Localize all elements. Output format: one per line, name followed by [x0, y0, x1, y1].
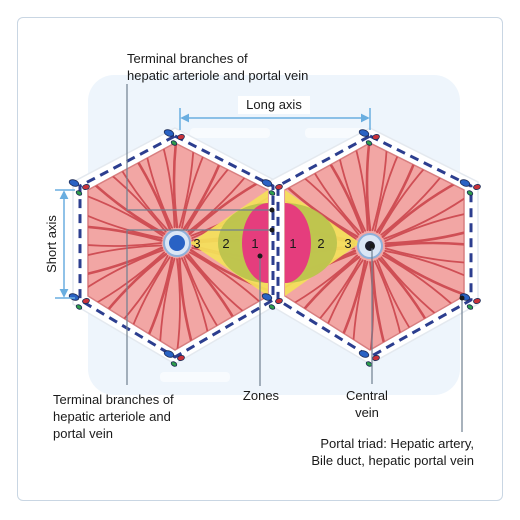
sinusoid — [88, 244, 163, 262]
sinusoid — [172, 143, 179, 229]
portal-triad — [163, 350, 185, 367]
leader-dots — [257, 207, 465, 301]
sinusoid — [384, 247, 464, 265]
sinusoid — [384, 250, 464, 281]
long-axis: Long axis — [179, 96, 371, 130]
zone-label-left-1: 1 — [251, 236, 258, 251]
central-vein-label-line1: Central — [346, 388, 388, 403]
terminal-branches-bottom-line2: hepatic arteriole and — [53, 409, 171, 424]
portal-triad — [68, 293, 90, 310]
zone-label-right-2: 2 — [317, 236, 324, 251]
terminal-branches-bottom-line3: portal vein — [53, 426, 113, 441]
sinusoid — [384, 241, 464, 248]
right-zones — [285, 190, 360, 296]
portal-triad-label-line1: Portal triad: Hepatic artery, — [320, 436, 474, 451]
central-vein-label-line2: vein — [355, 405, 379, 420]
portal-triad — [68, 179, 90, 196]
sinusoid — [381, 180, 461, 238]
zone-label-left-2: 2 — [222, 236, 229, 251]
sinusoid — [382, 251, 464, 298]
terminal-branches-top-line1: Terminal branches of — [127, 51, 248, 66]
sinusoid — [88, 249, 164, 294]
portal-triad — [459, 179, 481, 196]
portal-triad — [261, 293, 283, 310]
left-central-vein — [169, 235, 185, 251]
left-zones — [190, 190, 268, 296]
portal-triad-label-line2: Bile duct, hepatic portal vein — [311, 453, 474, 468]
sinusoid — [384, 211, 464, 242]
sinusoid — [88, 224, 163, 242]
zone-label-right-1: 1 — [289, 236, 296, 251]
terminal-branches-top-line2: hepatic arteriole and portal vein — [127, 68, 308, 83]
left-lobule — [87, 142, 269, 351]
sinusoid — [88, 242, 162, 247]
sinusoid — [369, 261, 374, 350]
short-axis-label: Short axis — [44, 215, 59, 273]
sinusoid — [176, 258, 181, 350]
portal-triad — [261, 179, 283, 196]
leader-lines — [126, 84, 463, 432]
sinusoid — [88, 208, 163, 239]
zone-numbers: 3 2 1 1 2 3 — [193, 236, 351, 251]
zone-label-left-3: 3 — [193, 236, 200, 251]
zone-label-right-3: 3 — [344, 236, 351, 251]
portal-triads — [68, 129, 481, 367]
short-axis: Short axis — [44, 189, 75, 299]
terminal-branches-bottom-line1: Terminal branches of — [53, 392, 174, 407]
portal-triad — [163, 129, 185, 146]
sinusoid — [383, 195, 464, 240]
zones-label: Zones — [243, 388, 280, 403]
lobule-dashed-border — [78, 134, 473, 359]
sinusoid — [384, 227, 464, 245]
portal-triad — [358, 129, 380, 146]
right-lobule — [284, 142, 465, 351]
sinusoid — [88, 246, 164, 279]
long-axis-label: Long axis — [246, 97, 302, 112]
